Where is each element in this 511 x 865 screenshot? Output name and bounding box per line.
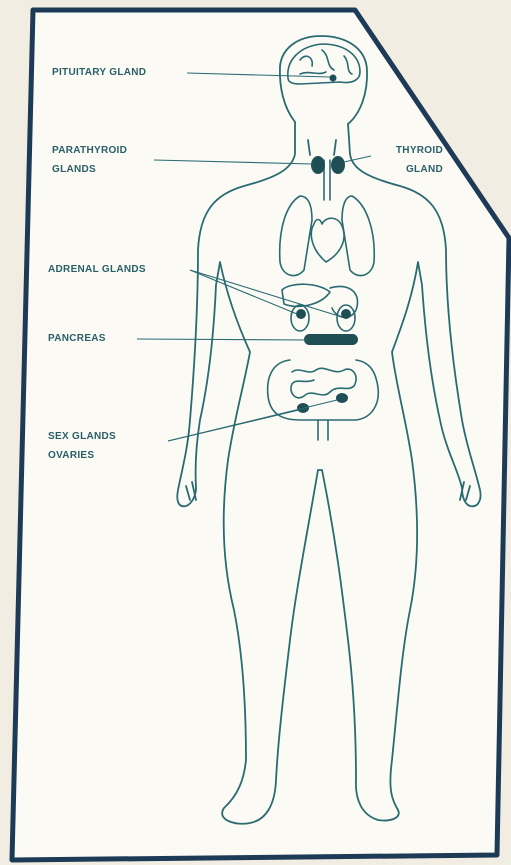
adrenal-gland-right [341,309,351,319]
label-pituitary-text: PITUITARY GLAND [52,63,146,82]
label-pancreas: PANCREAS [48,329,106,348]
label-parathyroid-line1: PARATHYROID [52,141,127,160]
adrenal-gland-left [296,309,306,319]
label-thyroid: THYROID GLAND [360,141,443,179]
thyroid-gland-right [331,156,345,174]
pituitary-gland [330,75,337,82]
label-adrenal-text: ADRENAL GLANDS [48,260,146,279]
pancreas-gland [304,334,358,345]
label-sex-line2: OVARIES [48,446,116,465]
label-thyroid-line2: GLAND [360,160,443,179]
label-parathyroid-line2: GLANDS [52,160,127,179]
label-adrenal: ADRENAL GLANDS [48,260,146,279]
label-thyroid-line1: THYROID [360,141,443,160]
ovary-right [336,393,348,403]
label-pituitary: PITUITARY GLAND [52,63,146,82]
label-sex-line1: SEX GLANDS [48,427,116,446]
label-parathyroid: PARATHYROID GLANDS [52,141,127,179]
thyroid-gland-left [311,156,325,174]
label-pancreas-text: PANCREAS [48,329,106,348]
label-sex-glands: SEX GLANDS OVARIES [48,427,116,465]
